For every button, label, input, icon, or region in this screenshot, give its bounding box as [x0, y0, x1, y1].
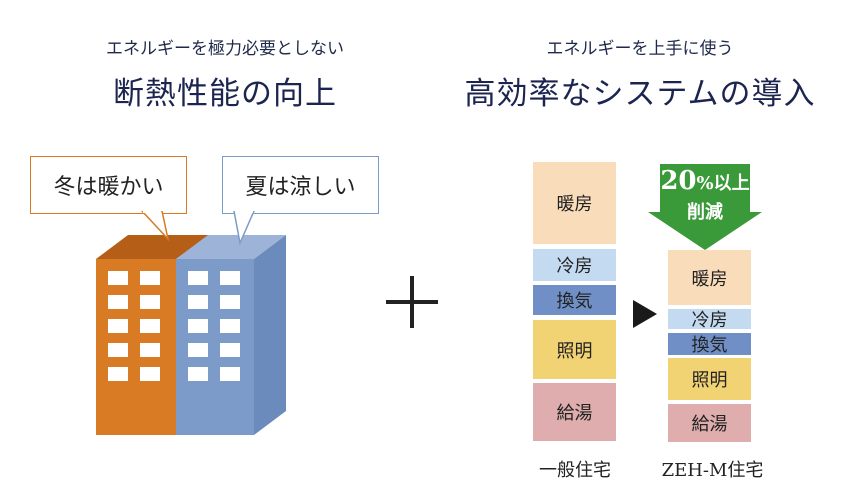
- left-subtitle: エネルギーを極力必要としない: [106, 39, 344, 59]
- zeh-segment-換気: 換気: [668, 333, 751, 356]
- general-segment-換気: 換気: [533, 285, 616, 315]
- play-arrow-icon: [633, 300, 657, 328]
- reduction-arrow: [648, 164, 762, 250]
- bubble-winter: 冬は暖かい: [30, 156, 187, 214]
- blue-building-windows: [188, 271, 240, 381]
- general-segment-照明: 照明: [533, 320, 616, 379]
- zeh-house-label: ZEH-M住宅: [661, 460, 764, 481]
- zeh-segment-冷房: 冷房: [668, 309, 751, 331]
- orange-building-windows: [108, 271, 160, 381]
- building-illustration: [96, 235, 286, 435]
- general-segment-冷房: 冷房: [533, 249, 616, 281]
- general-segment-給湯: 給湯: [533, 383, 616, 441]
- zeh-segment-照明: 照明: [668, 358, 751, 400]
- plus-icon: [386, 276, 438, 328]
- zeh-segment-給湯: 給湯: [668, 404, 751, 442]
- blue-building-roof: [176, 235, 286, 259]
- reduction-text: 20%以上: [648, 166, 762, 196]
- reduction-label: 削減: [687, 202, 723, 223]
- bubble-winter-tail: [140, 211, 170, 241]
- blue-building: [176, 259, 254, 435]
- reduction-number: 20: [660, 166, 697, 196]
- zeh-segment-暖房: 暖房: [668, 250, 751, 305]
- general-house-label: 一般住宅: [539, 460, 611, 481]
- blue-building-side: [254, 235, 286, 435]
- left-title: 断熱性能の向上: [113, 76, 337, 112]
- right-title: 高効率なシステムの導入: [464, 76, 816, 112]
- bubble-summer: 夏は涼しい: [222, 156, 379, 214]
- right-subtitle: エネルギーを上手に使う: [546, 39, 734, 59]
- general-segment-暖房: 暖房: [533, 162, 616, 244]
- orange-building-roof: [96, 235, 210, 259]
- reduction-percent: %以上: [696, 173, 750, 194]
- bubble-summer-tail: [233, 211, 255, 245]
